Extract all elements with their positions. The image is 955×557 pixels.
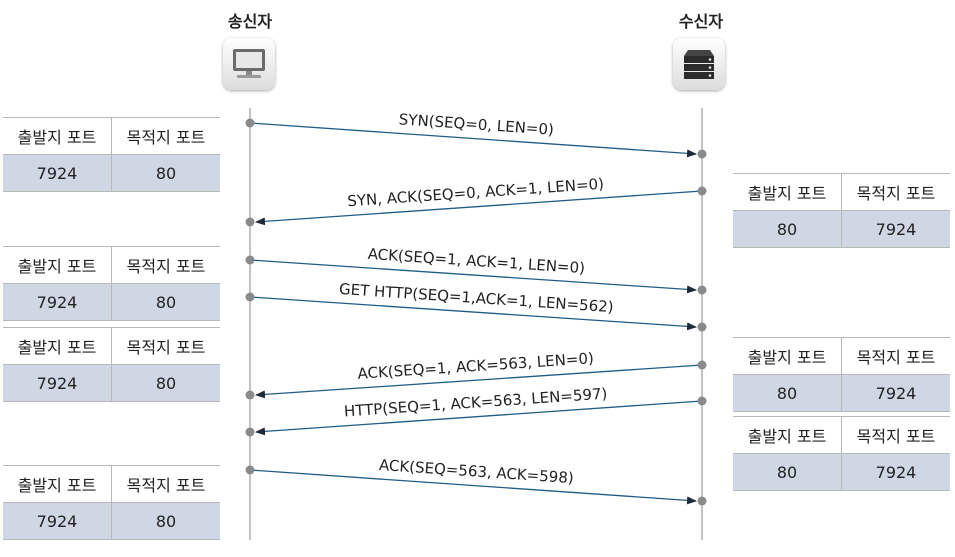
message-end-dot [245, 427, 255, 437]
dst-port-value: 80 [111, 283, 220, 321]
src-port-value: 7924 [3, 364, 112, 402]
message-arrow [255, 364, 703, 399]
message-start-dot [697, 360, 707, 370]
dst-port-header: 목적지 포트 [111, 465, 220, 503]
desktop-computer-icon [223, 38, 275, 90]
message-end-dot [245, 217, 255, 227]
receiver-label: 수신자 [678, 12, 724, 31]
dst-port-value: 80 [111, 502, 220, 540]
src-port-value: 7924 [3, 502, 112, 540]
message-7: ACK(SEQ=563, ACK=598) [245, 456, 707, 506]
message-arrow [249, 296, 697, 331]
src-port-header: 출발지 포트 [733, 173, 842, 211]
message-label: SYN, ACK(SEQ=0, ACK=1, LEN=0) [347, 175, 605, 211]
message-end-dot [697, 496, 707, 506]
dst-port-value: 7924 [841, 210, 950, 248]
message-label: GET HTTP(SEQ=1,ACK=1, LEN=562) [339, 280, 615, 316]
sender-label: 송신자 [227, 12, 273, 31]
message-arrow [249, 469, 697, 505]
message-start-dot [245, 255, 255, 265]
dst-port-header: 목적지 포트 [841, 173, 950, 211]
message-5: ACK(SEQ=1, ACK=563, LEN=0) [245, 349, 707, 400]
message-3: ACK(SEQ=1, ACK=1, LEN=0) [245, 245, 707, 295]
dst-port-header: 목적지 포트 [841, 416, 950, 454]
message-label: HTTP(SEQ=1, ACK=563, LEN=597) [343, 385, 607, 421]
src-port-header: 출발지 포트 [733, 416, 842, 454]
dst-port-header: 목적지 포트 [111, 117, 220, 155]
dst-port-value: 7924 [841, 374, 950, 412]
message-arrow [249, 122, 697, 158]
message-6: HTTP(SEQ=1, ACK=563, LEN=597) [245, 385, 707, 437]
message-start-dot [245, 118, 255, 128]
server-icon [673, 38, 725, 90]
dst-port-header: 목적지 포트 [841, 337, 950, 375]
message-label: ACK(SEQ=1, ACK=563, LEN=0) [357, 349, 594, 383]
dst-port-value: 80 [111, 154, 220, 192]
message-end-dot [697, 322, 707, 332]
src-port-value: 80 [733, 374, 842, 412]
dst-port-value: 80 [111, 364, 220, 402]
message-arrow [255, 190, 703, 226]
message-start-dot [245, 465, 255, 475]
dst-port-value: 7924 [841, 453, 950, 491]
message-label: ACK(SEQ=1, ACK=1, LEN=0) [367, 245, 585, 277]
message-start-dot [697, 186, 707, 196]
message-start-dot [245, 292, 255, 302]
src-port-header: 출발지 포트 [733, 337, 842, 375]
message-end-dot [245, 390, 255, 400]
src-port-value: 7924 [3, 154, 112, 192]
message-arrow [255, 400, 703, 436]
message-start-dot [697, 396, 707, 406]
src-port-header: 출발지 포트 [3, 465, 112, 503]
src-port-value: 7924 [3, 283, 112, 321]
src-port-header: 출발지 포트 [3, 117, 112, 155]
message-end-dot [697, 149, 707, 159]
dst-port-header: 목적지 포트 [111, 246, 220, 284]
src-port-value: 80 [733, 453, 842, 491]
src-port-value: 80 [733, 210, 842, 248]
message-end-dot [697, 285, 707, 295]
message-label: ACK(SEQ=563, ACK=598) [378, 456, 574, 487]
dst-port-header: 목적지 포트 [111, 327, 220, 365]
message-1: SYN(SEQ=0, LEN=0) [245, 110, 707, 159]
src-port-header: 출발지 포트 [3, 246, 112, 284]
message-arrow [249, 259, 697, 294]
message-2: SYN, ACK(SEQ=0, ACK=1, LEN=0) [245, 175, 707, 227]
src-port-header: 출발지 포트 [3, 327, 112, 365]
message-4: GET HTTP(SEQ=1,ACK=1, LEN=562) [245, 280, 707, 332]
